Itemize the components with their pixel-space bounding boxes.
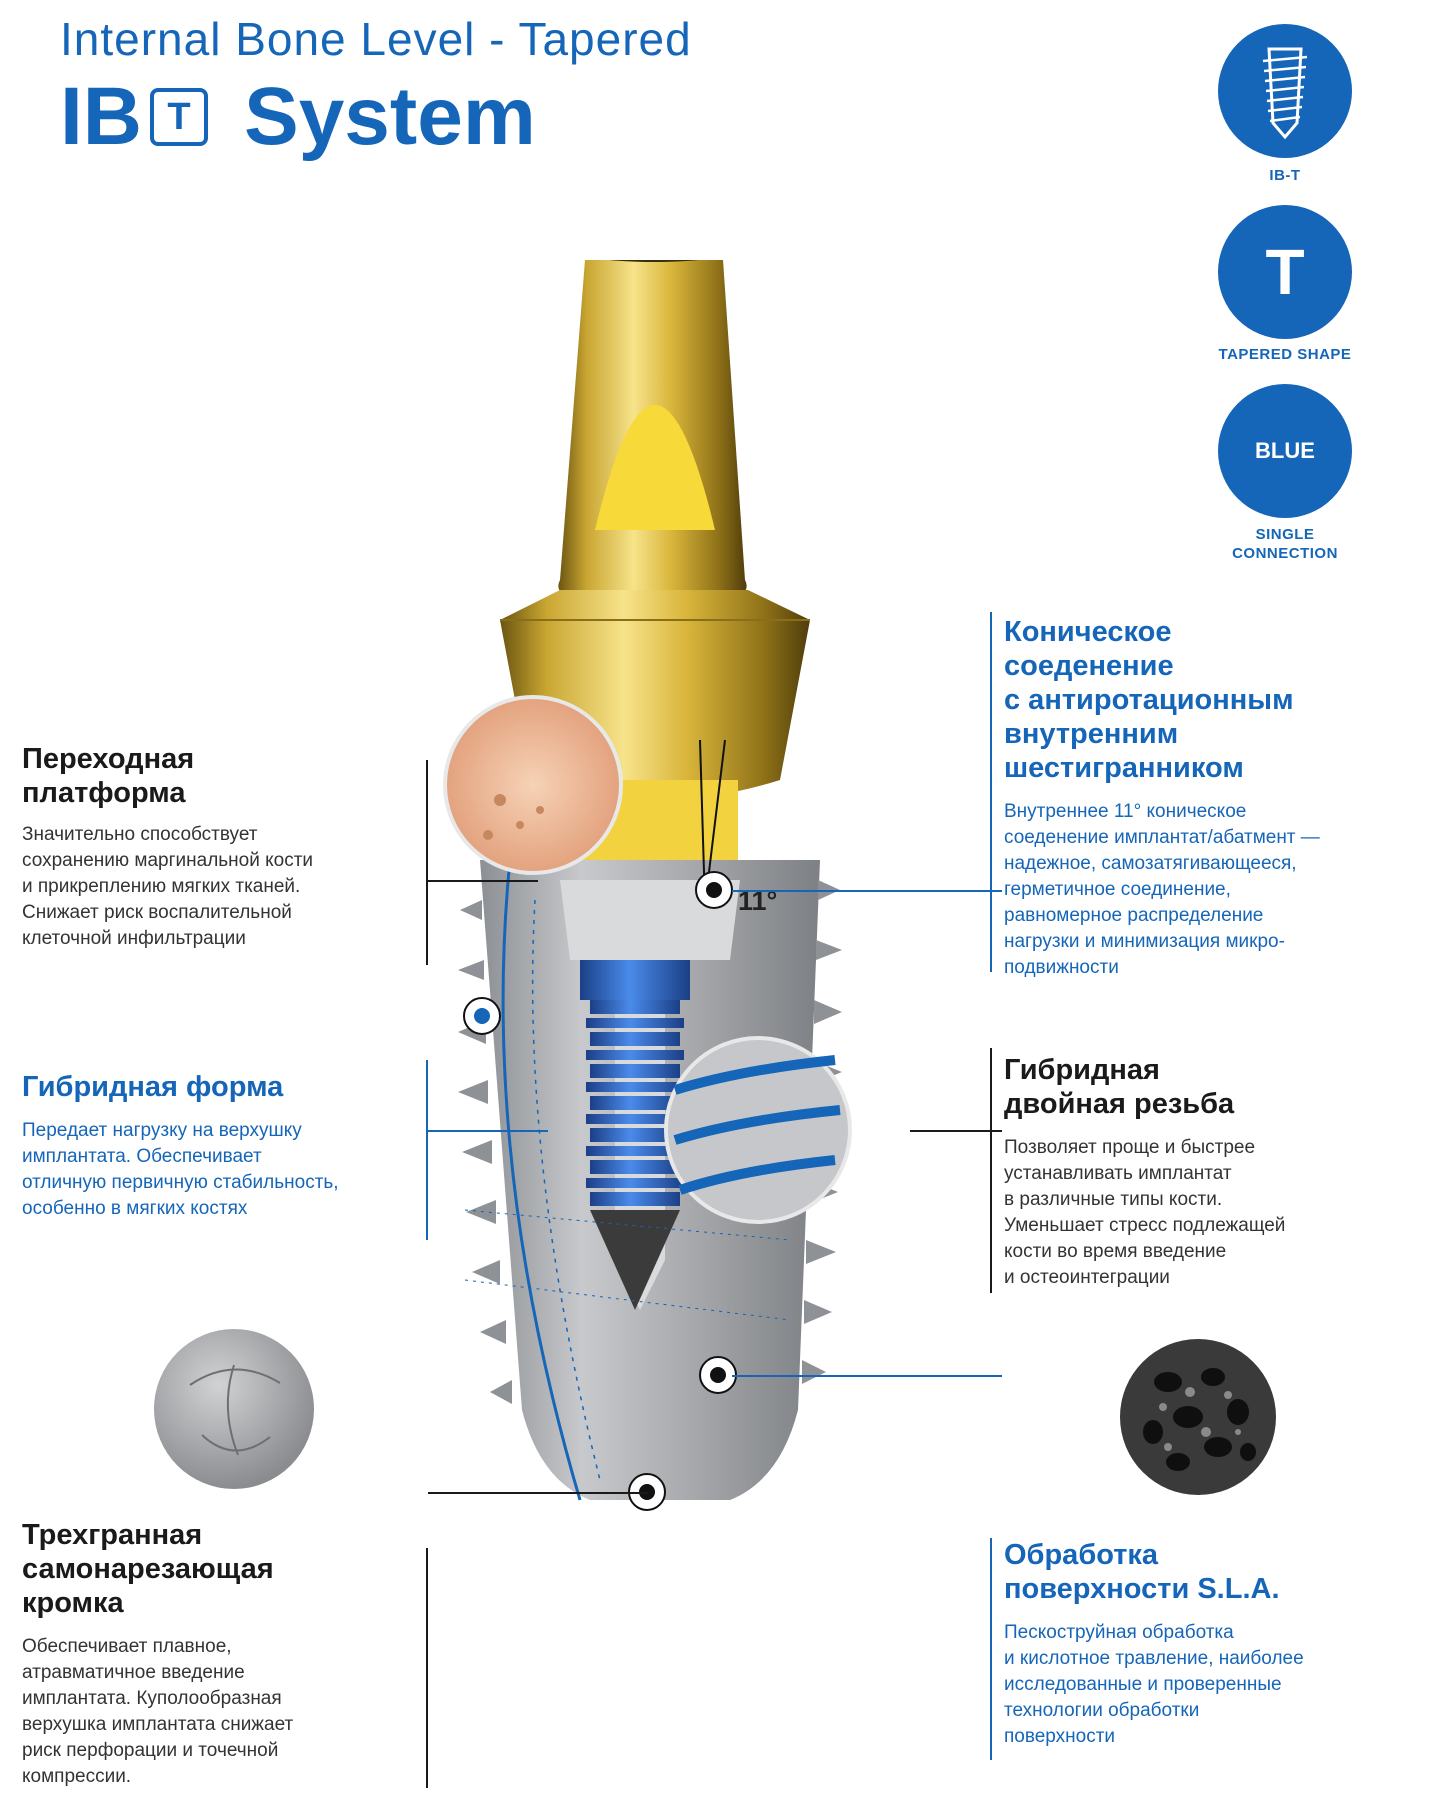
brand-suffix: System <box>244 71 536 162</box>
divider-cutting-edge <box>426 1548 428 1788</box>
feature-transition-platform: Переходная платформа Значительно способс… <box>22 742 422 952</box>
sla-desc-line: Пескоструйная обработка <box>1004 1622 1234 1643</box>
feature-hybrid-form: Гибридная форма Передает нагрузку на вер… <box>22 1070 422 1222</box>
cutting-desc-line: Обеспечивает плавное, <box>22 1636 232 1657</box>
cutting-desc-line: верхушка имплантата снижает <box>22 1714 294 1735</box>
leader-line-hybrid-thread <box>910 1130 1002 1132</box>
conical-title-line4: внутренним <box>1004 718 1179 750</box>
sla-desc-line: исследованные и проверенные <box>1004 1674 1282 1695</box>
sla-desc-line: технологии обработки <box>1004 1700 1200 1721</box>
leader-line-transition <box>428 880 538 882</box>
ibt-badge-caption: IB-T <box>1269 167 1301 184</box>
implant-icon <box>1262 47 1308 139</box>
conical-desc-line: подвижности <box>1004 957 1119 978</box>
sla-title-line1: Обработка <box>1004 1539 1159 1571</box>
thread-desc-line: в различные типы кости. <box>1004 1189 1223 1210</box>
conical-desc-line: нагрузки и минимизация микро- <box>1004 931 1285 952</box>
conical-desc: Внутреннее 11° коническое соеденение имп… <box>1004 799 1434 981</box>
transition-desc: Значительно способствует сохранению марг… <box>22 822 422 952</box>
hybrid-form-desc-line: имплантата. Обеспечивает <box>22 1146 262 1167</box>
hybrid-form-desc-line: отличную первичную стабильность, <box>22 1172 339 1193</box>
apex-tip-image <box>154 1329 314 1489</box>
feature-conical-connection: Коническое соеденение с антиротационным … <box>1004 615 1434 981</box>
cutting-title-line2: самонарезающая <box>22 1553 274 1585</box>
thread-title-line1: Гибридная <box>1004 1054 1160 1086</box>
divider-hybrid-form <box>426 1060 428 1240</box>
leader-line-cutting-edge <box>428 1492 648 1494</box>
bone-zoom-circle <box>443 695 623 875</box>
sla-title-line2: поверхности S.L.A. <box>1004 1573 1280 1605</box>
leader-line-hybrid-form <box>428 1130 548 1132</box>
page-subtitle: Internal Bone Level - Tapered <box>60 13 692 65</box>
callout-dot-hybrid-form <box>463 997 501 1035</box>
conical-desc-line: соеденение имплантат/абатмент — <box>1004 827 1320 848</box>
hybrid-form-title: Гибридная форма <box>22 1071 284 1103</box>
implant-illustration <box>443 260 852 1511</box>
conical-title-line5: шестигранником <box>1004 752 1244 784</box>
transition-desc-line: сохранению маргинальной кости <box>22 850 314 871</box>
brand-t-box: T <box>150 88 208 146</box>
ibt-badge <box>1218 24 1352 158</box>
divider-hybrid-thread <box>990 1048 992 1293</box>
callout-dot-conical <box>695 871 733 909</box>
page-title: IB T System <box>60 70 536 164</box>
divider-transition <box>426 760 428 965</box>
divider-conical <box>990 612 992 972</box>
feature-sla-surface: Обработка поверхности S.L.A. Пескоструйн… <box>1004 1538 1434 1750</box>
thread-desc-line: кости во время введение <box>1004 1241 1227 1262</box>
sla-desc: Пескоструйная обработка и кислотное трав… <box>1004 1620 1434 1750</box>
callout-dot-sla <box>699 1356 737 1394</box>
blue-badge-caption-line2: CONNECTION <box>1232 545 1338 562</box>
blue-badge-caption-line1: SINGLE <box>1255 526 1315 543</box>
conical-title-line1: Коническое <box>1004 616 1172 648</box>
cutting-title-line1: Трехгранная <box>22 1519 203 1551</box>
cutting-title-line3: кромка <box>22 1587 124 1619</box>
thread-zoom-circle <box>664 1036 852 1224</box>
thread-title-line2: двойная резьба <box>1004 1088 1235 1120</box>
sla-surface-image <box>1120 1339 1276 1495</box>
sla-desc-line: и кислотное травление, наиболее <box>1004 1648 1304 1669</box>
leader-line-sla <box>732 1375 1002 1377</box>
transition-desc-line: Значительно способствует <box>22 824 258 845</box>
cutting-desc-line: компрессии. <box>22 1766 132 1787</box>
thread-desc: Позволяет проще и быстрее устанавливать … <box>1004 1135 1434 1291</box>
conical-title-line2: соеденение <box>1004 650 1174 682</box>
tapered-badge-caption: TAPERED SHAPE <box>1218 346 1352 363</box>
conical-desc-line: Внутреннее 11° коническое <box>1004 801 1247 822</box>
blue-badge-caption: SINGLE CONNECTION <box>1175 525 1395 563</box>
tapered-badge-letter: T <box>1265 236 1305 308</box>
implant-body <box>458 859 842 1501</box>
feature-hybrid-thread: Гибридная двойная резьба Позволяет проще… <box>1004 1053 1434 1291</box>
hybrid-form-desc-line: особенно в мягких костях <box>22 1198 248 1219</box>
cutting-desc-line: риск перфорации и точечной <box>22 1740 279 1761</box>
thread-desc-line: устанавливать имплантат <box>1004 1163 1232 1184</box>
cutting-desc: Обеспечивает плавное, атравматичное введ… <box>22 1634 422 1790</box>
transition-title-line1: Переходная <box>22 743 195 775</box>
brand-t-letter: T <box>167 96 191 138</box>
divider-sla <box>990 1538 992 1760</box>
transition-title-line2: платформа <box>22 777 186 809</box>
conical-title-line3: с антиротационным <box>1004 684 1294 716</box>
thread-desc-line: Уменьшает стресс подлежащей <box>1004 1215 1286 1236</box>
sla-desc-line: поверхности <box>1004 1726 1116 1747</box>
transition-desc-line: и прикреплению мягких тканей. <box>22 876 301 897</box>
leader-line-conical <box>732 890 1002 892</box>
hybrid-form-desc: Передает нагрузку на верхушку имплантата… <box>22 1118 422 1222</box>
brand-prefix: IB <box>60 71 142 162</box>
conical-desc-line: равномерное распределение <box>1004 905 1264 926</box>
conical-desc-line: герметичное соединение, <box>1004 879 1231 900</box>
thread-desc-line: Позволяет проще и быстрее <box>1004 1137 1256 1158</box>
tapered-badge: T <box>1218 205 1352 339</box>
thread-desc-line: и остеоинтеграции <box>1004 1267 1170 1288</box>
transition-desc-line: клеточной инфильтрации <box>22 928 246 949</box>
conical-desc-line: надежное, самозатягивающееся, <box>1004 853 1297 874</box>
hybrid-form-desc-line: Передает нагрузку на верхушку <box>22 1120 302 1141</box>
feature-cutting-edge: Трехгранная самонарезающая кромка Обеспе… <box>22 1518 422 1790</box>
transition-desc-line: Снижает риск воспалительной <box>22 902 292 923</box>
cutting-desc-line: имплантата. Куполообразная <box>22 1688 282 1709</box>
blue-badge: BLUE <box>1218 384 1352 518</box>
blue-badge-label: BLUE <box>1255 438 1315 463</box>
cutting-desc-line: атравматичное введение <box>22 1662 245 1683</box>
